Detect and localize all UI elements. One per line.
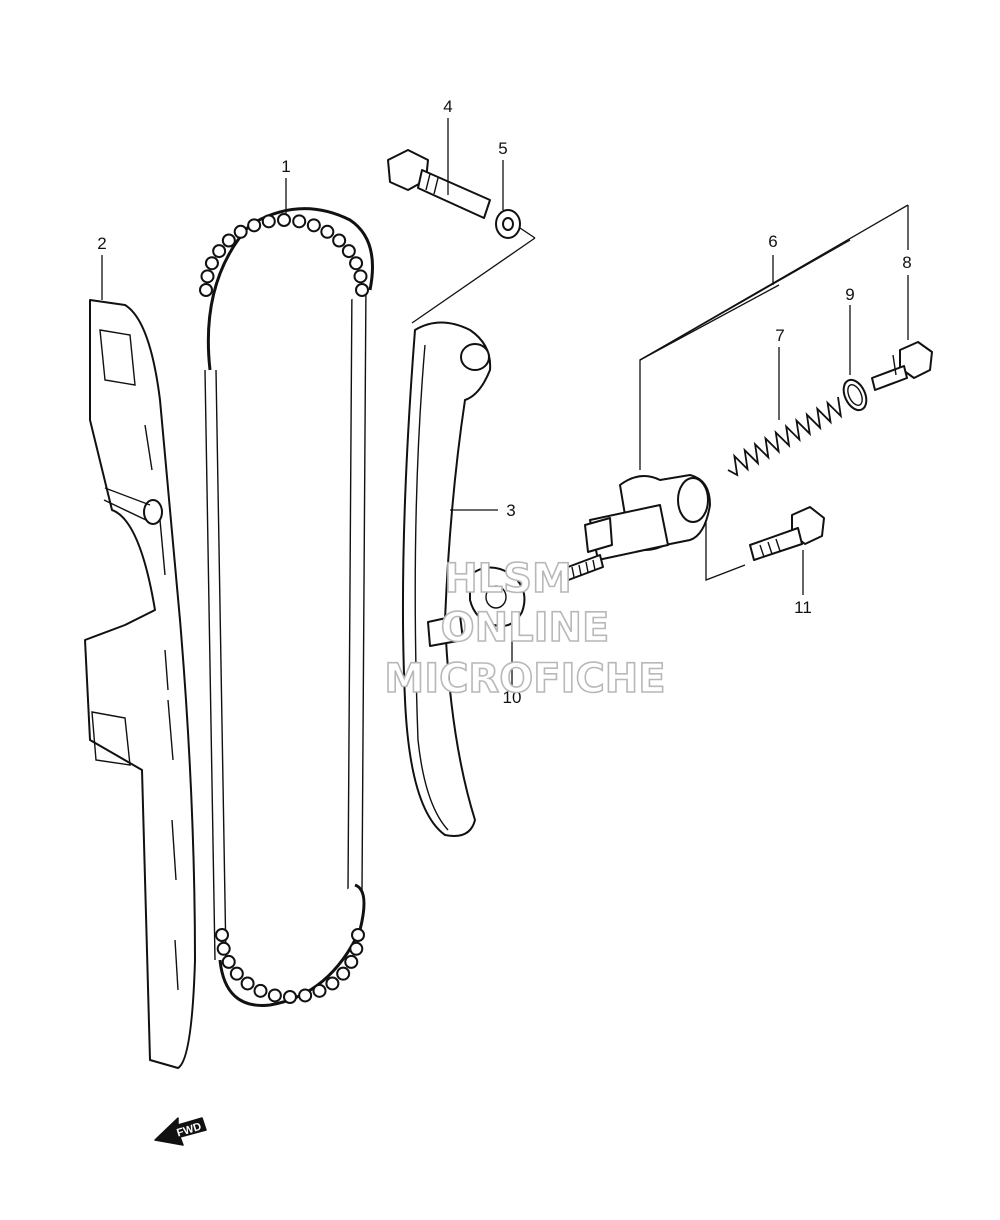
chain-link — [283, 990, 297, 1004]
leader-lines — [101, 118, 909, 685]
chain-link — [351, 928, 365, 942]
chain-link — [312, 983, 327, 998]
chain-link — [253, 983, 268, 998]
chain-link — [292, 214, 307, 229]
chain-link — [277, 213, 291, 227]
chain-link — [267, 988, 282, 1003]
chain-link — [353, 269, 368, 284]
part-10-gasket — [469, 566, 526, 628]
chain-link — [306, 218, 321, 233]
callout-10: 10 — [503, 688, 522, 707]
part-9-gasket — [842, 378, 868, 412]
watermark-line-1: HLSM — [444, 556, 572, 602]
chain-links-top — [199, 213, 369, 297]
chain-link — [336, 966, 351, 981]
callout-6: 6 — [768, 232, 777, 251]
watermark: HLSM ONLINE MICROFICHE — [384, 555, 667, 703]
part-4-bolt — [387, 149, 491, 219]
chain-links-bottom — [215, 928, 365, 1004]
watermark-line-3: MICROFICHE — [384, 656, 665, 702]
chain-link — [344, 954, 359, 969]
part-1-cam-chain — [199, 207, 374, 1007]
chain-link — [320, 224, 335, 239]
part-6-tensioner-body — [559, 474, 711, 583]
chain-link — [216, 941, 231, 956]
part-8-cap-bolt — [871, 341, 933, 391]
chain-link — [247, 218, 262, 233]
forward-label: FWD — [175, 1121, 203, 1140]
chain-link — [233, 224, 248, 239]
callout-3: 3 — [506, 501, 515, 520]
callout-8: 8 — [902, 253, 911, 272]
chain-link — [215, 928, 229, 942]
part-7-spring — [727, 396, 843, 477]
chain-link — [355, 283, 369, 297]
callout-11: 11 — [794, 598, 812, 617]
callout-4: 4 — [443, 97, 452, 116]
forward-arrow-icon — [154, 1117, 207, 1146]
part-5-washer — [495, 209, 521, 239]
chain-link — [212, 244, 227, 259]
chain-link — [298, 988, 313, 1003]
chain-link — [200, 269, 215, 284]
chain-link — [349, 256, 364, 271]
chain-link — [349, 941, 364, 956]
chain-link — [229, 966, 244, 981]
callout-labels: 4 5 1 2 3 6 8 7 9 11 10 — [97, 97, 911, 707]
part-3-tensioner-arm — [401, 321, 492, 837]
callout-1: 1 — [281, 157, 290, 176]
callout-5: 5 — [498, 139, 507, 158]
chain-link — [199, 283, 213, 297]
callout-9: 9 — [845, 285, 854, 304]
chain-link — [204, 256, 219, 271]
chain-link — [240, 976, 255, 991]
callout-2: 2 — [97, 234, 106, 253]
part-2-chain-guide — [84, 299, 196, 1069]
chain-link — [261, 214, 276, 229]
chain-link — [325, 976, 340, 991]
chain-link — [332, 233, 347, 248]
watermark-line-2: ONLINE — [441, 605, 610, 651]
chain-link — [221, 954, 236, 969]
part-11-bolt — [749, 506, 825, 561]
chain-link — [221, 233, 236, 248]
forward-direction-badge: FWD — [154, 1117, 207, 1146]
chain-link — [341, 244, 356, 259]
callout-7: 7 — [775, 326, 784, 345]
